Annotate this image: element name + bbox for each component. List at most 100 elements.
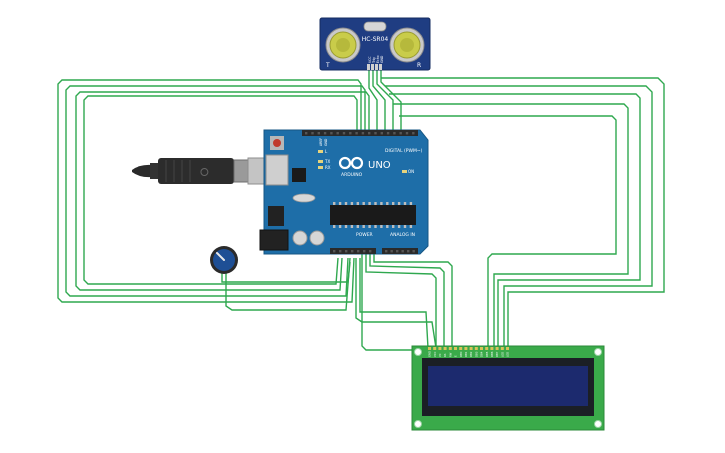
digital-header[interactable] (302, 130, 418, 136)
wire-right-outer[interactable] (381, 77, 665, 348)
chip-leg (392, 225, 395, 228)
header-hole[interactable] (405, 132, 409, 135)
wire-power-4[interactable] (373, 250, 453, 348)
lcd-pin[interactable] (490, 347, 494, 350)
lcd-pin-label: DB7 (495, 351, 499, 357)
header-hole[interactable] (339, 250, 342, 253)
aref-label: AREF (319, 138, 323, 146)
header-hole[interactable] (407, 250, 410, 253)
header-hole[interactable] (361, 132, 365, 135)
wire-pot-b[interactable] (221, 261, 351, 283)
lcd-pin[interactable] (500, 347, 504, 350)
lcd-pin[interactable] (506, 347, 509, 350)
wire-left-outer[interactable] (57, 79, 362, 303)
chip-leg (409, 225, 413, 228)
header-hole[interactable] (368, 132, 371, 135)
header-hole[interactable] (385, 250, 388, 253)
wire-power-6[interactable] (359, 258, 429, 349)
wire-left-inner[interactable] (83, 95, 358, 285)
header-hole[interactable] (396, 250, 399, 253)
wire-sensor-trig[interactable] (372, 66, 386, 132)
ultrasonic-sensor[interactable]: HC-SR04 T R VCC Trig Echo GND (319, 17, 431, 71)
wire-power-3[interactable] (369, 250, 445, 348)
digital-header-label: DIGITAL (PWM~) (385, 148, 423, 154)
wire-sensor-echo[interactable] (376, 66, 394, 132)
lcd-pin-label: RS (443, 353, 447, 357)
wire-right-4[interactable] (393, 103, 629, 348)
header-hole[interactable] (333, 250, 336, 253)
lcd-pin[interactable] (464, 347, 468, 350)
power-header-label: POWER (356, 232, 373, 238)
header-hole[interactable] (311, 132, 314, 135)
header-hole[interactable] (305, 132, 308, 135)
header-hole[interactable] (357, 250, 360, 253)
header-hole[interactable] (363, 250, 366, 253)
reset-button[interactable] (273, 139, 281, 147)
gnd-label: GND (324, 138, 328, 146)
power-jack[interactable] (259, 229, 289, 251)
header-hole[interactable] (412, 132, 415, 135)
lcd-pin[interactable] (495, 347, 499, 350)
analog-header-label: ANALOG IN (390, 232, 415, 238)
lcd-pin[interactable] (438, 347, 442, 350)
header-hole[interactable] (330, 132, 333, 135)
header-hole[interactable] (349, 132, 352, 135)
wire-pot-a[interactable] (225, 257, 351, 311)
header-hole[interactable] (345, 250, 348, 253)
header-hole[interactable] (393, 132, 396, 135)
lcd-pin[interactable] (428, 347, 431, 350)
arduino-uno-board[interactable]: DIGITAL (PWM~) AREF GND UNO ARDUINO L TX… (259, 129, 429, 255)
header-hole[interactable] (374, 132, 377, 135)
lcd-pin[interactable] (454, 347, 457, 350)
header-hole[interactable] (401, 250, 404, 253)
header-hole[interactable] (317, 132, 320, 135)
lcd-pin[interactable] (480, 347, 483, 350)
header-hole[interactable] (336, 132, 339, 135)
wire-right-2[interactable] (385, 85, 653, 348)
chip-leg (403, 202, 407, 205)
lcd-pin[interactable] (459, 347, 463, 350)
wire-power-5[interactable] (355, 258, 437, 349)
header-hole[interactable] (355, 132, 358, 135)
wire-left-2[interactable] (65, 85, 366, 297)
wire-right-5[interactable] (399, 115, 617, 348)
analog-header[interactable] (382, 248, 418, 254)
lcd-pin[interactable] (448, 347, 452, 350)
lcd-pin-label: DB1 (464, 351, 468, 357)
header-hole[interactable] (380, 132, 383, 135)
sensor-pins[interactable] (367, 64, 382, 70)
arduino-model-label: UNO (368, 160, 391, 171)
rx-led-label: RX (325, 165, 331, 170)
lcd-pin-label: GND (428, 351, 432, 357)
wire-power-2[interactable] (365, 250, 437, 348)
wire-sensor-gnd[interactable] (380, 66, 402, 132)
header-hole[interactable] (386, 132, 390, 135)
header-hole[interactable] (351, 250, 354, 253)
header-hole[interactable] (390, 250, 393, 253)
sensor-pin-label: Echo (376, 55, 380, 63)
wire-power-1[interactable] (361, 250, 430, 351)
header-hole[interactable] (412, 250, 415, 253)
lcd-pin[interactable] (469, 347, 473, 350)
header-hole[interactable] (323, 132, 327, 135)
header-hole[interactable] (342, 132, 346, 135)
chip-leg (368, 202, 371, 205)
potentiometer[interactable] (210, 246, 238, 274)
chip-leg (386, 225, 389, 228)
usb-b-port[interactable] (265, 154, 289, 186)
chip-leg (338, 202, 342, 205)
header-hole[interactable] (369, 250, 372, 253)
usb-cable[interactable]: ⭘ (132, 157, 269, 185)
wire-right-3[interactable] (389, 93, 641, 348)
lcd-pin[interactable] (474, 347, 478, 350)
lcd-pin[interactable] (433, 347, 437, 350)
lcd-pin[interactable] (485, 347, 489, 350)
wire-sensor-vcc[interactable] (368, 66, 378, 132)
wire-left-3[interactable] (75, 91, 370, 291)
crystal-oscillator (292, 193, 316, 203)
header-hole[interactable] (399, 132, 402, 135)
lcd-pin[interactable] (443, 347, 447, 350)
